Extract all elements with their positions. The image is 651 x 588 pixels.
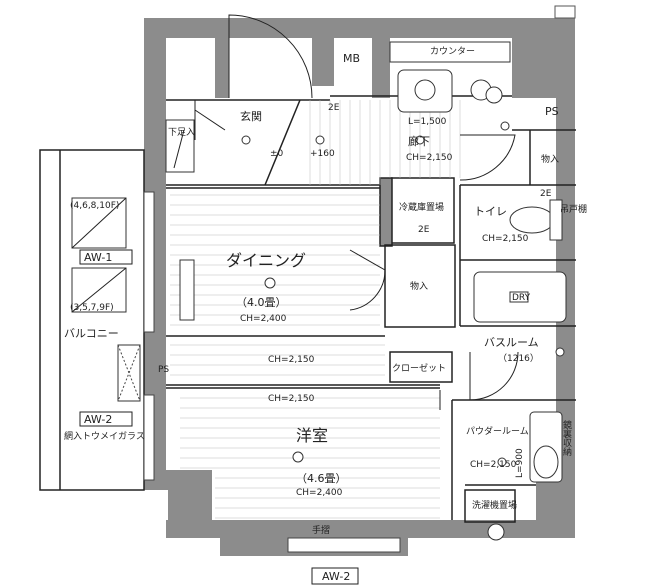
mb-label: MB (343, 52, 360, 65)
corridor-length-label: L=1,500 (408, 117, 447, 127)
ps-top-label: PS (545, 105, 559, 118)
mirror-storage-label: 鏡裏収納 (561, 419, 572, 457)
outer-walls (144, 18, 575, 556)
powder-room-label: パウダールーム (466, 425, 529, 437)
doors (194, 14, 519, 410)
fixture-2e-a-label: 2E (328, 103, 340, 113)
aw2-glass-label: 網入トウメイガラス (64, 430, 145, 442)
labels: MB カウンター PS 玄関 下足入 ±0 +160 廊下 L=1,500 CH… (64, 46, 587, 583)
fixtures (71, 41, 567, 553)
western-size-label: （4.6畳） (296, 472, 347, 485)
counter-label: カウンター (430, 46, 475, 57)
floor-hatch (170, 100, 461, 519)
washer-label: 洗濯機置場 (472, 499, 517, 511)
dining-label: ダイニング (226, 251, 306, 270)
fixture-2e-b-label: 2E (540, 189, 552, 199)
partitions (39, 95, 576, 523)
bathroom-label: バスルーム (484, 336, 539, 349)
bath-door-arc (469, 351, 519, 401)
ps-left-label: PS (158, 365, 169, 375)
western-room-label: 洋室 (296, 426, 328, 445)
dry-label: DRY (512, 293, 531, 303)
fridge-label: 冷蔵庫置場 (399, 201, 444, 213)
fixture-2e-c-label: 2E (418, 225, 430, 235)
handrail-label: 手摺 (312, 524, 330, 536)
entrance-inner-door (194, 100, 226, 140)
step-level-label: +160 (310, 149, 335, 159)
aw2-bottom-label: AW-2 (322, 570, 350, 583)
mid-ch-2-label: CH=2,150 (268, 394, 315, 404)
storage-2-label: 物入 (410, 280, 428, 292)
mid-ch-1-label: CH=2,150 (268, 355, 315, 365)
aw2-bottom-box (311, 567, 359, 585)
aw1-floors-a-label: (4,6,8,10F) (70, 201, 119, 211)
western-ch-label: CH=2,400 (296, 488, 343, 498)
corridor-ch-label: CH=2,150 (406, 153, 453, 163)
aw1-label: AW-1 (84, 251, 112, 264)
entrance-label: 玄関 (240, 109, 262, 123)
aw1-floors-b-label: (3,5,7,9F) (70, 303, 114, 313)
storage-1-label: 物入 (541, 153, 559, 165)
corridor-label: 廊下 (408, 134, 430, 148)
bathroom-size-label: （1216） (498, 353, 539, 364)
powder-l-label: L=900 (515, 448, 525, 478)
closet-label: クローゼット (392, 362, 446, 374)
aw2-left-box (79, 411, 133, 427)
dining-size-label: （4.0畳） (236, 296, 287, 309)
dining-ch-label: CH=2,400 (240, 314, 287, 324)
dining-door-arc (349, 249, 386, 311)
aw2-left-label: AW-2 (84, 413, 112, 426)
entrance-level-label: ±0 (270, 149, 284, 159)
toilet-ch-label: CH=2,150 (482, 234, 529, 244)
balcony-label: バルコニー (64, 327, 119, 340)
shoe-storage-label: 下足入 (168, 127, 195, 138)
corridor-door-arc (459, 134, 516, 181)
powder-ch-label: CH=2,150 (470, 460, 517, 470)
hanging-shelf-label: 吊戸棚 (560, 203, 587, 215)
front-door-arc (228, 14, 313, 99)
toilet-label: トイレ (474, 205, 507, 218)
aw1-box (79, 249, 133, 265)
